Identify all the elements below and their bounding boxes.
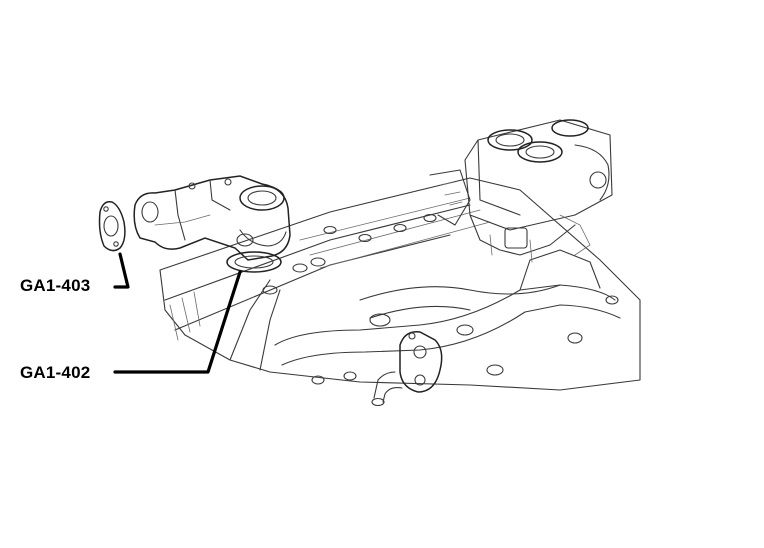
gasket	[98, 200, 126, 252]
seal-ring	[226, 251, 282, 273]
intake-manifold	[274, 249, 621, 366]
leader-line-402	[113, 270, 242, 374]
part-label-ga1-403: GA1-403	[20, 276, 91, 295]
part-label-ga1-402: GA1-402	[20, 363, 91, 382]
carburettor	[429, 119, 613, 263]
manifold-flange	[399, 331, 443, 393]
thermostat-housing	[133, 175, 291, 261]
elbow-pipe	[371, 371, 403, 407]
head-studs	[262, 213, 619, 385]
leader-line-403	[113, 252, 130, 289]
